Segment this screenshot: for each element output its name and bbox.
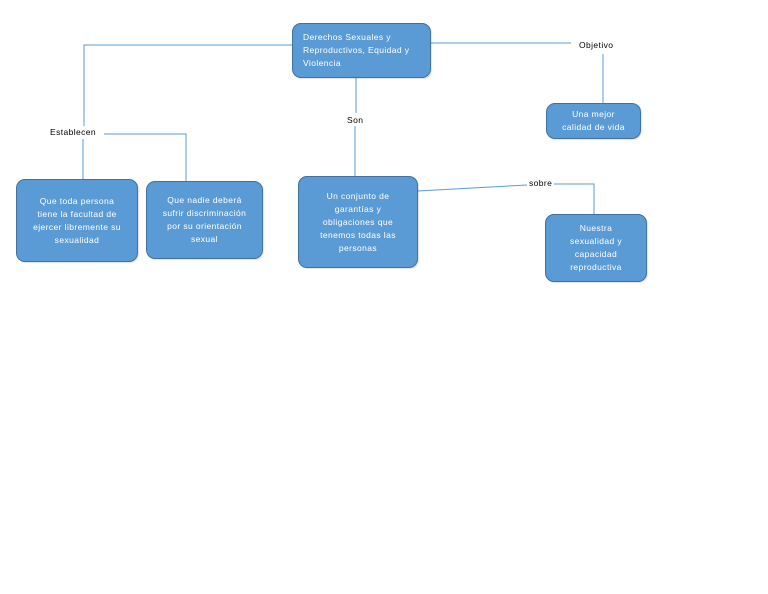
connector-definition-sobre [417, 184, 528, 192]
link-label-sobre: sobre [527, 178, 555, 189]
connector-sobre-subject [554, 183, 595, 214]
root-node-text: Derechos Sexuales y Reproductivos, Equid… [303, 32, 410, 68]
rule-2-text: Que nadie deberá sufrir discriminación p… [162, 195, 247, 244]
subject-node[interactable]: Nuestra sexualidad y capacidad reproduct… [545, 214, 647, 282]
connector-establecen-rule-2 [104, 133, 187, 181]
rule-1-node[interactable]: Que toda persona tiene la facultad de ej… [16, 179, 138, 262]
rule-2-node[interactable]: Que nadie deberá sufrir discriminación p… [146, 181, 263, 259]
link-label-establecen: Establecen [48, 127, 99, 138]
root-node[interactable]: Derechos Sexuales y Reproductivos, Equid… [292, 23, 431, 78]
objective-value-node[interactable]: Una mejor calidad de vida [546, 103, 641, 139]
subject-text: Nuestra sexualidad y capacidad reproduct… [569, 223, 623, 272]
connector-root-establecen [83, 44, 292, 126]
definition-text: Un conjunto de garantías y obligaciones … [320, 190, 396, 253]
rule-1-text: Que toda persona tiene la facultad de ej… [33, 195, 121, 245]
link-label-son: Son [345, 115, 366, 126]
definition-node[interactable]: Un conjunto de garantías y obligaciones … [298, 176, 418, 268]
objective-value-text: Una mejor calidad de vida [562, 109, 625, 132]
link-label-objetivo: Objetivo [577, 40, 616, 51]
